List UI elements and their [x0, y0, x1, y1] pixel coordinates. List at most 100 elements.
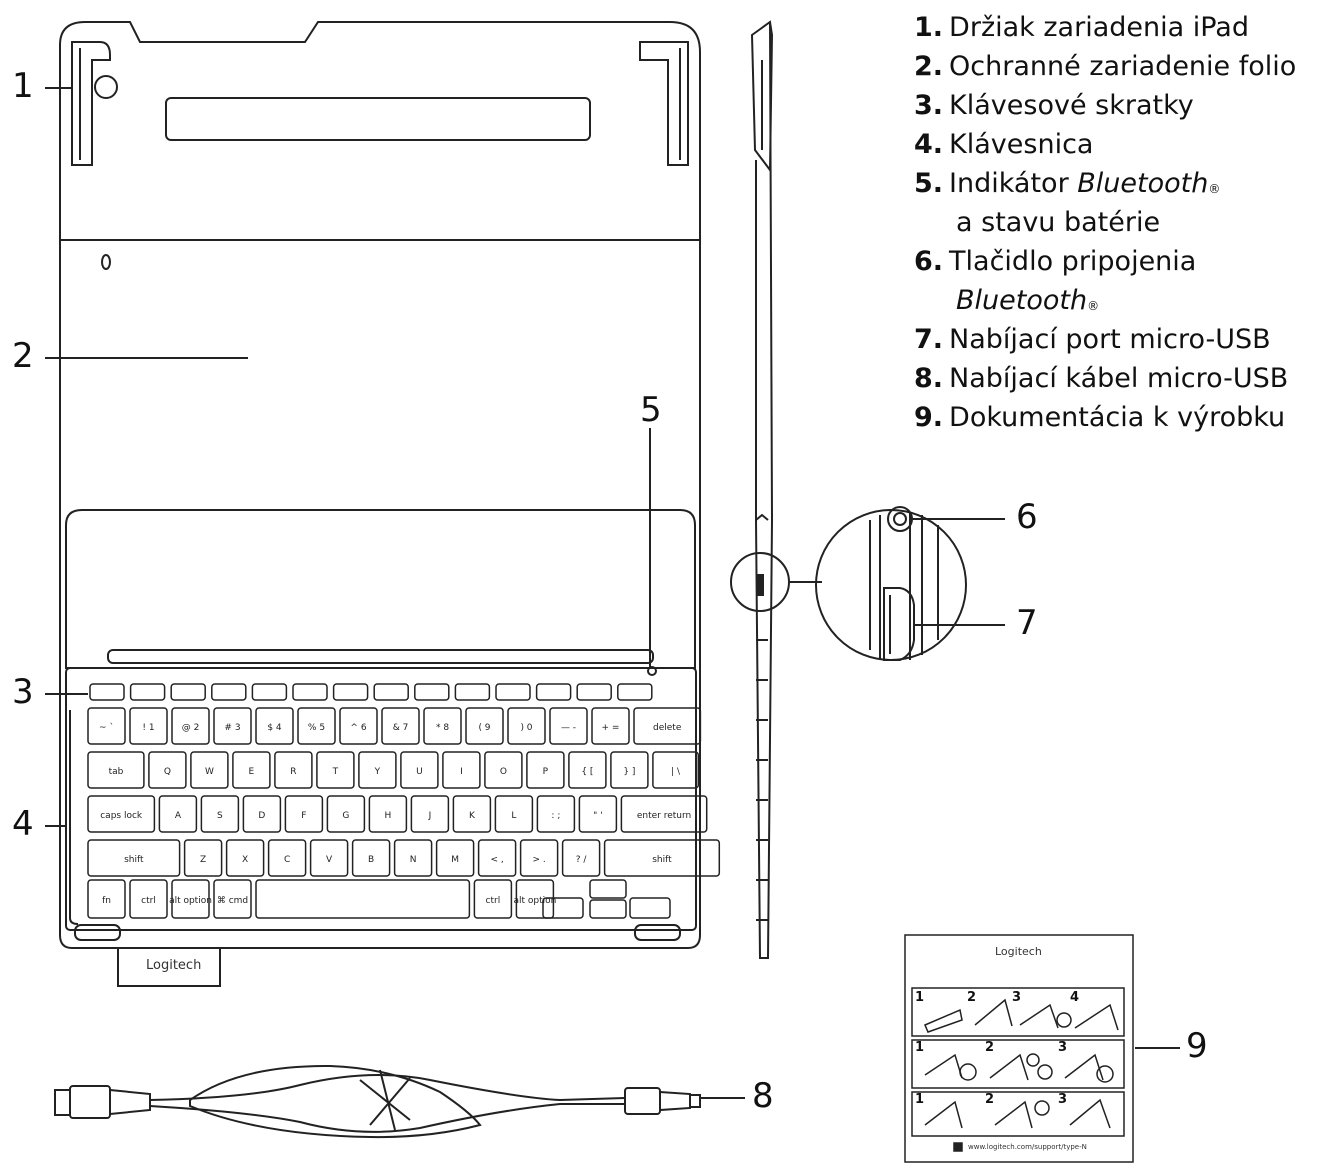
doc-step-r2-3: 3 [1058, 1040, 1068, 1055]
legend-item-1: 1.Držiak zariadenia iPad [914, 12, 1249, 43]
key-label: alt option [513, 896, 556, 906]
key-label: Y [374, 767, 381, 777]
callout-3: 3 [12, 672, 34, 712]
keyboard-key [316, 751, 355, 789]
keyboard-key [171, 879, 210, 919]
key-label: V [326, 855, 333, 865]
shortcut-key [414, 683, 450, 701]
key-label: ^ 6 [350, 723, 366, 733]
doc-step-r2-1: 1 [915, 1040, 925, 1055]
key-label: " ' [593, 811, 602, 821]
key-label: * 8 [436, 723, 449, 733]
shortcut-key [535, 683, 572, 701]
key-label: caps lock [100, 811, 143, 821]
key-label: G [342, 811, 349, 821]
key-label: R [290, 767, 296, 777]
key-label: ( 9 [478, 723, 490, 733]
keyboard-slot [107, 649, 654, 664]
callout-7: 7 [1016, 603, 1038, 643]
arrow-key [589, 879, 627, 899]
doc-step-r2-2: 2 [985, 1040, 995, 1055]
micro-usb-port [883, 587, 915, 661]
keyboard-key [255, 879, 471, 919]
key-label: { [ [581, 767, 593, 777]
keyboard-key [284, 795, 324, 833]
keyboard-key [87, 839, 181, 877]
keyboard-key [423, 707, 462, 745]
usb-a-plug [54, 1089, 71, 1116]
key-label: O [500, 767, 507, 777]
callout-5: 5 [640, 390, 662, 430]
key-label: % 5 [308, 723, 325, 733]
callout-4: 4 [12, 804, 34, 844]
keyboard-key [213, 879, 252, 919]
callout-9: 9 [1186, 1026, 1208, 1066]
doc-step-r3-1: 1 [915, 1092, 925, 1107]
key-label: < , [490, 855, 503, 865]
keyboard-key [190, 751, 229, 789]
doc-step-r1-1: 1 [915, 990, 925, 1005]
keyboard-key [536, 795, 576, 833]
logitech-tab-logo: Logitech [146, 958, 202, 973]
shortcut-key [454, 683, 491, 701]
key-label: M [451, 855, 459, 865]
micro-usb-plug [624, 1087, 661, 1115]
shortcut-key [251, 683, 288, 701]
keyboard-key [129, 707, 168, 745]
keyboard-key [339, 707, 378, 745]
keyboard-key [183, 839, 223, 877]
legend-item-5: 5.Indikátor Bluetooth®a stavu batérie [914, 168, 1221, 238]
shortcut-key [617, 683, 653, 701]
keyboard-key [435, 839, 475, 877]
key-label: ) 0 [520, 723, 532, 733]
shortcut-key [373, 683, 409, 701]
keyboard-key [232, 751, 271, 789]
key-label: } ] [623, 767, 635, 777]
key-label: alt option [169, 896, 212, 906]
legend-item-4: 4.Klávesnica [914, 129, 1094, 160]
keyboard-key [549, 707, 588, 745]
keyboard-key [368, 795, 408, 833]
key-label: fn [102, 896, 111, 906]
legend-item-3: 3.Klávesové skratky [914, 90, 1194, 121]
doc-url: www.logitech.com/support/type-N [968, 1143, 1087, 1151]
key-label: E [249, 767, 255, 777]
keyboard-key [87, 795, 156, 833]
keyboard-key [242, 795, 282, 833]
callout-8: 8 [752, 1076, 774, 1116]
bracket-left [71, 41, 111, 166]
key-label: U [416, 767, 423, 777]
shortcut-key [576, 683, 612, 701]
legend-item-7: 7.Nabíjací port micro-USB [914, 324, 1271, 355]
key-label: ⌘ cmd [217, 896, 248, 906]
keyboard-key [309, 839, 349, 877]
key-label: shift [652, 855, 672, 865]
keyboard-key [381, 707, 420, 745]
folio-protector [59, 239, 701, 949]
key-label: Q [164, 767, 171, 777]
keyboard-key [158, 795, 198, 833]
callout-1: 1 [12, 66, 34, 106]
parts-legend: 1.Držiak zariadenia iPad 2.Ochranné zari… [914, 8, 1296, 437]
keyboard-key [568, 751, 607, 789]
key-label: shift [124, 855, 144, 865]
key-label: J [428, 811, 432, 821]
key-label: # 3 [224, 723, 240, 733]
key-label: & 7 [393, 723, 409, 733]
key-label: K [469, 811, 476, 821]
doc-step-r1-3: 3 [1012, 990, 1022, 1005]
keyboard-key [267, 839, 307, 877]
keyboard-body [65, 667, 697, 931]
shortcut-key [211, 683, 247, 701]
key-label: X [242, 855, 248, 865]
keyboard-key [519, 839, 559, 877]
keyboard-key [494, 795, 534, 833]
keyboard-key [515, 879, 555, 919]
key-label: delete [653, 723, 682, 733]
keyboard-key [326, 795, 366, 833]
key-label: I [460, 767, 463, 777]
key-label: ctrl [141, 896, 156, 906]
keyboard-key [393, 839, 433, 877]
doc-step-r1-2: 2 [967, 990, 977, 1005]
keyboard-key [255, 707, 294, 745]
